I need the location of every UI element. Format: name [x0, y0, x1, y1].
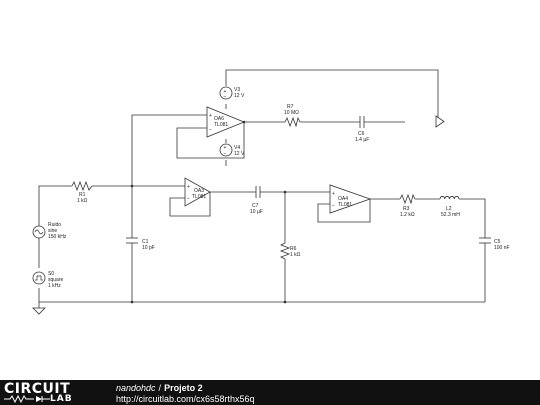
svg-text:+: +: [332, 191, 335, 197]
svg-text:+: +: [187, 184, 190, 190]
v3-name: V3: [234, 87, 240, 93]
c7-value: 10 µF: [250, 209, 263, 215]
c5-capacitor[interactable]: C5 100 nF: [479, 237, 510, 251]
r1-resistor[interactable]: R1 1 kΩ: [71, 180, 93, 204]
l2-inductor[interactable]: L2 52.3 mH: [439, 196, 460, 218]
svg-text:−: −: [332, 203, 335, 209]
c1-name: C1: [142, 239, 149, 245]
oa3-name: OA3: [194, 188, 204, 194]
project-meta: nandohdc/Projeto 2: [116, 383, 203, 393]
v3-source[interactable]: + − V3 12 V: [219, 86, 245, 100]
r1-value: 1 kΩ: [77, 198, 88, 204]
project-title[interactable]: Projeto 2: [164, 383, 203, 393]
ruido-name: Ruido: [48, 222, 61, 228]
v3-value: 12 V: [234, 93, 245, 99]
project-url[interactable]: http://circuitlab.com/cx6s58rthx56q: [116, 394, 255, 404]
r6-value: 1 kΩ: [290, 252, 301, 258]
r7-value: 10 MΩ: [284, 110, 299, 116]
c5-value: 100 nF: [494, 245, 510, 251]
svg-text:+: +: [209, 113, 212, 119]
svg-text:+: +: [224, 145, 227, 151]
c1-capacitor[interactable]: C1 10 pF: [126, 237, 155, 251]
author-link[interactable]: nandohdc: [116, 383, 156, 393]
oa4-model: TL081: [338, 202, 352, 208]
c6-value: 1.4 µF: [355, 137, 369, 143]
v4-name: V4: [234, 145, 240, 151]
footer-bar: CIRCUIT LAB nandohdc/Projeto 2 http://ci…: [0, 380, 540, 405]
ruido-freq: 150 kHz: [48, 234, 67, 240]
oa4-name: OA4: [338, 196, 348, 202]
c5-name: C5: [494, 239, 501, 245]
s0-name: S0: [48, 271, 54, 277]
r3-name: R3: [403, 206, 410, 212]
logo-waveform-icon: [4, 395, 50, 403]
c6-name: C6: [358, 131, 365, 137]
l2-name: L2: [446, 206, 452, 212]
s0-freq: 1 kHz: [48, 283, 61, 289]
wires: [38, 69, 486, 308]
c6-capacitor[interactable]: C6 1.4 µF: [355, 116, 369, 143]
r3-resistor[interactable]: R3 1.2 kΩ: [399, 193, 416, 218]
junction-dots: [130, 120, 287, 304]
circuit-schematic: + − V3 12 V + − V4 12 V + − OA6 TL081 R7…: [32, 69, 510, 315]
r6-resistor[interactable]: R6 1 kΩ: [279, 242, 301, 260]
c7-capacitor[interactable]: C7 10 µF: [250, 186, 263, 215]
svg-text:−: −: [224, 151, 227, 157]
c1-value: 10 pF: [142, 245, 155, 251]
svg-text:−: −: [209, 127, 212, 133]
svg-text:+: +: [224, 89, 227, 95]
circuitlab-logo[interactable]: CIRCUIT LAB: [4, 382, 114, 404]
logo-word-lab: LAB: [50, 394, 73, 404]
svg-text:−: −: [187, 196, 190, 202]
ground-symbol-bottom: [32, 307, 46, 315]
oa6-opamp[interactable]: + − OA6 TL081: [206, 106, 246, 138]
oa6-name: OA6: [214, 116, 224, 122]
r3-value: 1.2 kΩ: [400, 212, 415, 218]
v4-value: 12 V: [234, 151, 245, 157]
meta-separator: /: [158, 383, 162, 393]
r6-name: R6: [290, 246, 297, 252]
oa3-opamp[interactable]: + − OA3 TL081: [184, 177, 211, 207]
ruido-sine-source[interactable]: Ruido sine 150 kHz: [32, 222, 67, 240]
ground-symbol-right: [435, 115, 445, 128]
oa4-opamp[interactable]: + − OA4 TL081: [329, 184, 372, 214]
s0-waveform: square: [48, 277, 64, 283]
v4-source[interactable]: + − V4 12 V: [219, 143, 245, 157]
schematic-canvas[interactable]: + − V3 12 V + − V4 12 V + − OA6 TL081 R7…: [0, 0, 540, 380]
r1-name: R1: [79, 192, 86, 198]
logo-word-circuit: CIRCUIT: [4, 381, 71, 397]
ruido-waveform: sine: [48, 228, 57, 234]
s0-square-source[interactable]: S0 square 1 kHz: [32, 271, 64, 289]
l2-value: 52.3 mH: [441, 212, 460, 218]
svg-text:−: −: [224, 94, 227, 100]
r7-name: R7: [287, 104, 294, 110]
oa3-model: TL081: [192, 194, 206, 200]
oa6-model: TL081: [214, 122, 228, 128]
c7-name: C7: [252, 203, 259, 209]
r7-resistor[interactable]: R7 10 MΩ: [284, 104, 301, 128]
